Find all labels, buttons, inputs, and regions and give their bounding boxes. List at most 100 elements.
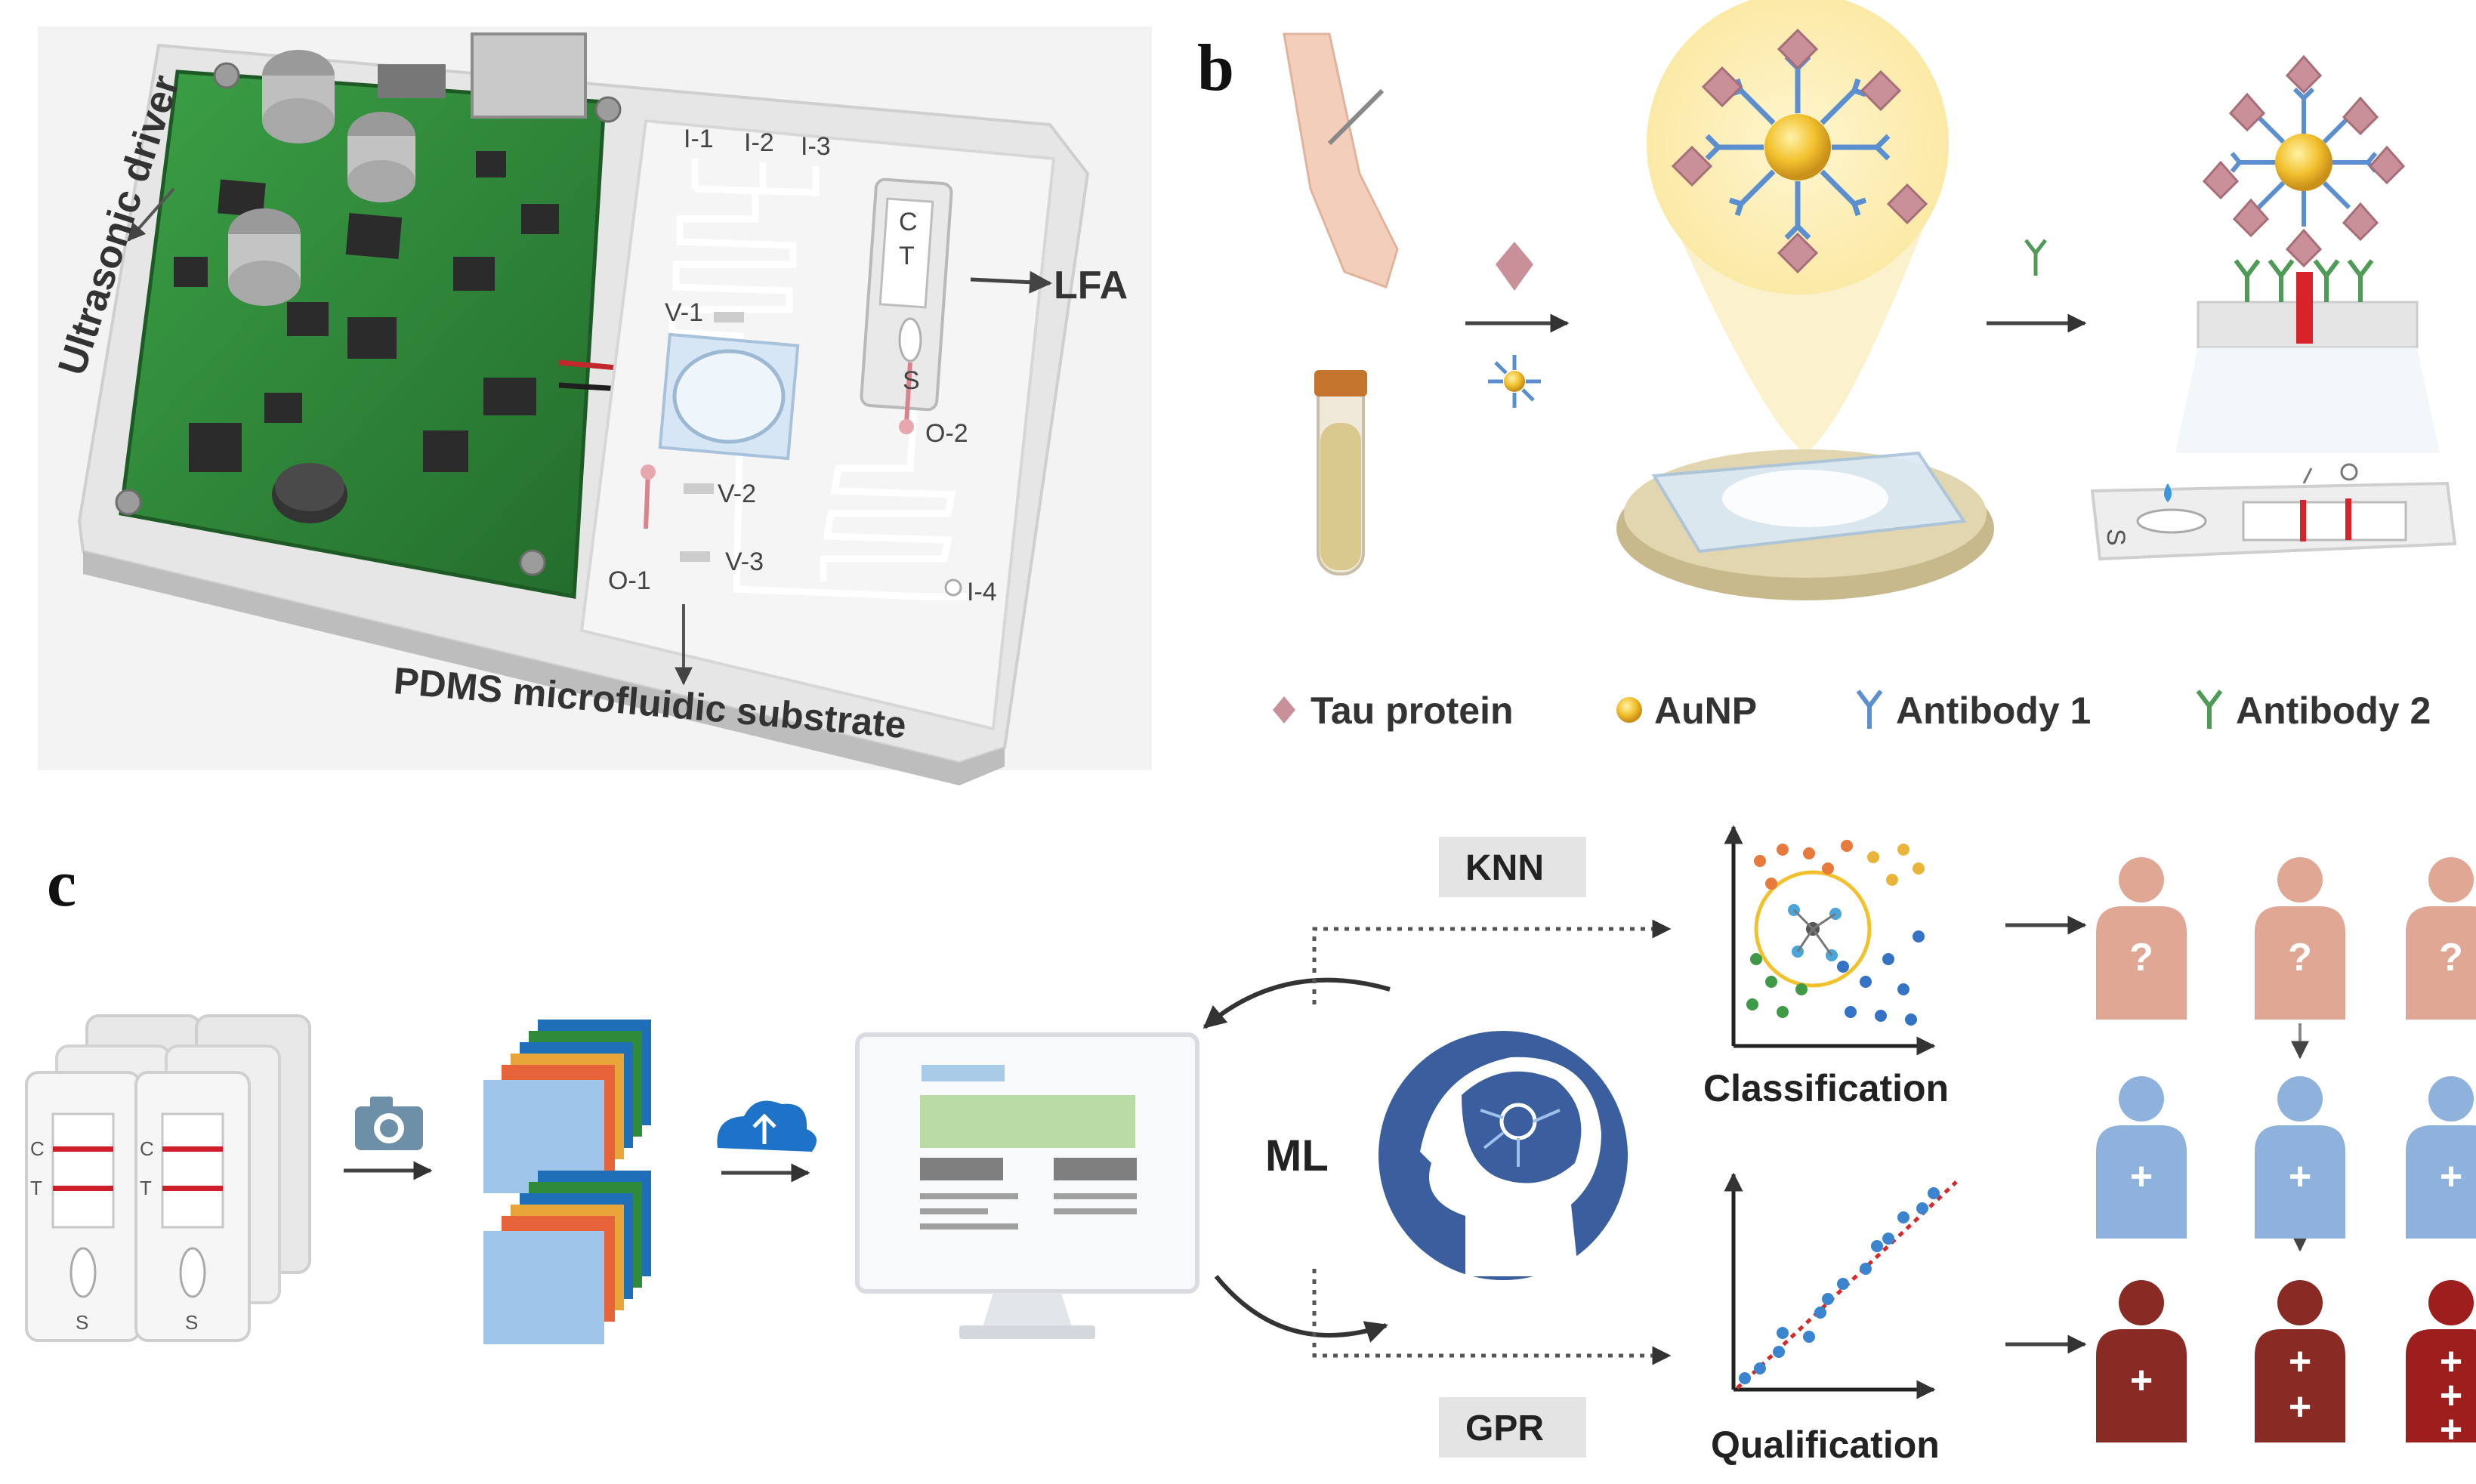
- chamber-well: [1722, 470, 1888, 527]
- panel-a-device: Ultrasonic driver LFA PDMS microfluidic …: [38, 26, 1152, 785]
- classification-label: Classification: [1703, 1067, 1949, 1109]
- pcb-chips: [174, 151, 559, 472]
- panel-label-b: b: [1197, 32, 1234, 105]
- lfa-window: [878, 197, 934, 309]
- gpr-branch: [1312, 1269, 1672, 1365]
- person-unknown-2: ?: [2255, 857, 2345, 1020]
- legend-tau: Tau protein: [1311, 690, 1514, 732]
- control-marker: [2340, 463, 2358, 481]
- cassette1-s-label: S: [76, 1311, 88, 1334]
- chip-strip-s: S: [903, 366, 920, 395]
- sample-drop: [2164, 483, 2172, 502]
- tau-bound-large: [1671, 28, 1928, 274]
- cassette-test-line: [2300, 500, 2306, 541]
- syringe-icon: [1327, 88, 1385, 146]
- cassette2-t-label: T: [140, 1177, 152, 1199]
- cassette1-c-label: C: [30, 1137, 45, 1160]
- person-severe-2: ++: [2255, 1280, 2345, 1442]
- patient-figures: ???+++++++++: [2096, 857, 2476, 1452]
- legend-antibody2-marker: [2196, 690, 2223, 729]
- legend-aunp-marker: [1616, 697, 1642, 723]
- cassette1-t-label: T: [30, 1177, 42, 1199]
- inlet-label-3: I-3: [801, 132, 831, 161]
- cassette2-c-label: C: [140, 1137, 154, 1160]
- monitor-icon: [855, 1032, 1199, 1339]
- outlet-label-1: O-1: [608, 566, 651, 595]
- image-stack-top: [483, 1020, 651, 1193]
- legend: Tau protein AuNP Antibody 1 Antibody 2: [1273, 690, 2431, 732]
- person-severe-1: +: [2096, 1280, 2187, 1442]
- arm-illustration: [1283, 32, 1399, 288]
- lfa-arrow: [970, 270, 1052, 294]
- cassette-window: [2242, 501, 2407, 541]
- cassette-s-label: S: [2101, 529, 2130, 546]
- pink-channel-o1: [644, 471, 650, 529]
- tube-sample: [1320, 423, 1361, 570]
- outlet-o2-dot: [899, 419, 914, 434]
- person-severe-3: +++: [2406, 1280, 2476, 1452]
- outlet-o1-dot: [641, 464, 656, 480]
- tube-cap: [1314, 370, 1367, 396]
- cassette2-s-label: S: [185, 1311, 198, 1334]
- legend-tau-marker: [1273, 696, 1295, 723]
- outlet-label-2: O-2: [925, 419, 968, 448]
- person-mark: ?: [2129, 936, 2153, 980]
- valve-label-2: V-2: [718, 480, 756, 508]
- valve-label-3: V-3: [725, 548, 764, 576]
- legend-aunp: AuNP: [1654, 690, 1757, 732]
- pink-channel-o2: [904, 362, 912, 424]
- tau-protein-icon: [1496, 242, 1533, 291]
- test-line-zoom: [2296, 272, 2313, 344]
- chamber-disc: [672, 349, 786, 444]
- panel-b-workflow: S Tau protein AuNP Antibody 1 Antibody 2: [1273, 0, 2457, 732]
- lfa-sample-well: [898, 317, 922, 363]
- lfa-label: LFA: [1054, 264, 1128, 307]
- ultrasonic-arrow: [127, 187, 175, 242]
- knn-label: KNN: [1465, 848, 1544, 888]
- panel-c-ml-pipeline: C T S C T S: [25, 825, 2476, 1466]
- chip-strip-t: T: [899, 242, 915, 270]
- aunp-large: [1764, 114, 1831, 180]
- device-base-edge: [83, 551, 1005, 785]
- microfluidic-channels: [668, 159, 967, 600]
- person-mark: +: [2289, 1385, 2311, 1429]
- pdms-substrate: [579, 119, 1056, 731]
- cloud-upload-icon: [717, 1100, 817, 1152]
- aunp-antibodies-small: [1488, 355, 1541, 408]
- inlet-label-2: I-2: [744, 128, 774, 157]
- pcb-capacitors: [228, 50, 415, 523]
- person-mark: +: [2440, 1340, 2462, 1384]
- person-mark: +: [2289, 1155, 2311, 1199]
- inlet-label-1: I-1: [684, 125, 714, 153]
- person-mark: +: [2440, 1155, 2462, 1199]
- legend-antibody1-marker: [1856, 690, 1883, 729]
- brain-head-icon: [1378, 1031, 1628, 1280]
- person-mark: +: [2130, 1155, 2153, 1199]
- captured-tau: [2202, 54, 2406, 268]
- panel-label-c: c: [47, 847, 77, 921]
- zoom-beam: [2175, 347, 2440, 453]
- corner-screws: [115, 62, 622, 576]
- cycle-arrow-top: [1202, 977, 1391, 1029]
- classification-plot: [1724, 825, 1936, 1056]
- person-mild-3: +: [2406, 1076, 2476, 1239]
- person-mild-2: +: [2255, 1076, 2345, 1239]
- cycle-arrow-bottom: [1214, 1275, 1388, 1343]
- cassette-sample-well: [2136, 508, 2207, 534]
- person-mark: +: [2440, 1374, 2462, 1418]
- person-mark: ?: [2288, 936, 2312, 980]
- capture-antibodies: [2234, 259, 2374, 302]
- valve-label-1: V-1: [665, 298, 703, 327]
- person-unknown-1: ?: [2096, 857, 2187, 1020]
- usb-connector: [471, 32, 587, 119]
- cassette-stack: [25, 1014, 311, 1342]
- ml-label: ML: [1265, 1131, 1329, 1180]
- aunp-captured: [2275, 134, 2332, 191]
- person-mark: +: [2130, 1359, 2153, 1402]
- legend-antibody2: Antibody 2: [2236, 690, 2431, 732]
- qualification-label: Qualification: [1711, 1424, 1940, 1466]
- cassette-control-line: [2345, 498, 2351, 540]
- person-mild-1: +: [2096, 1076, 2187, 1239]
- valves: [680, 312, 744, 562]
